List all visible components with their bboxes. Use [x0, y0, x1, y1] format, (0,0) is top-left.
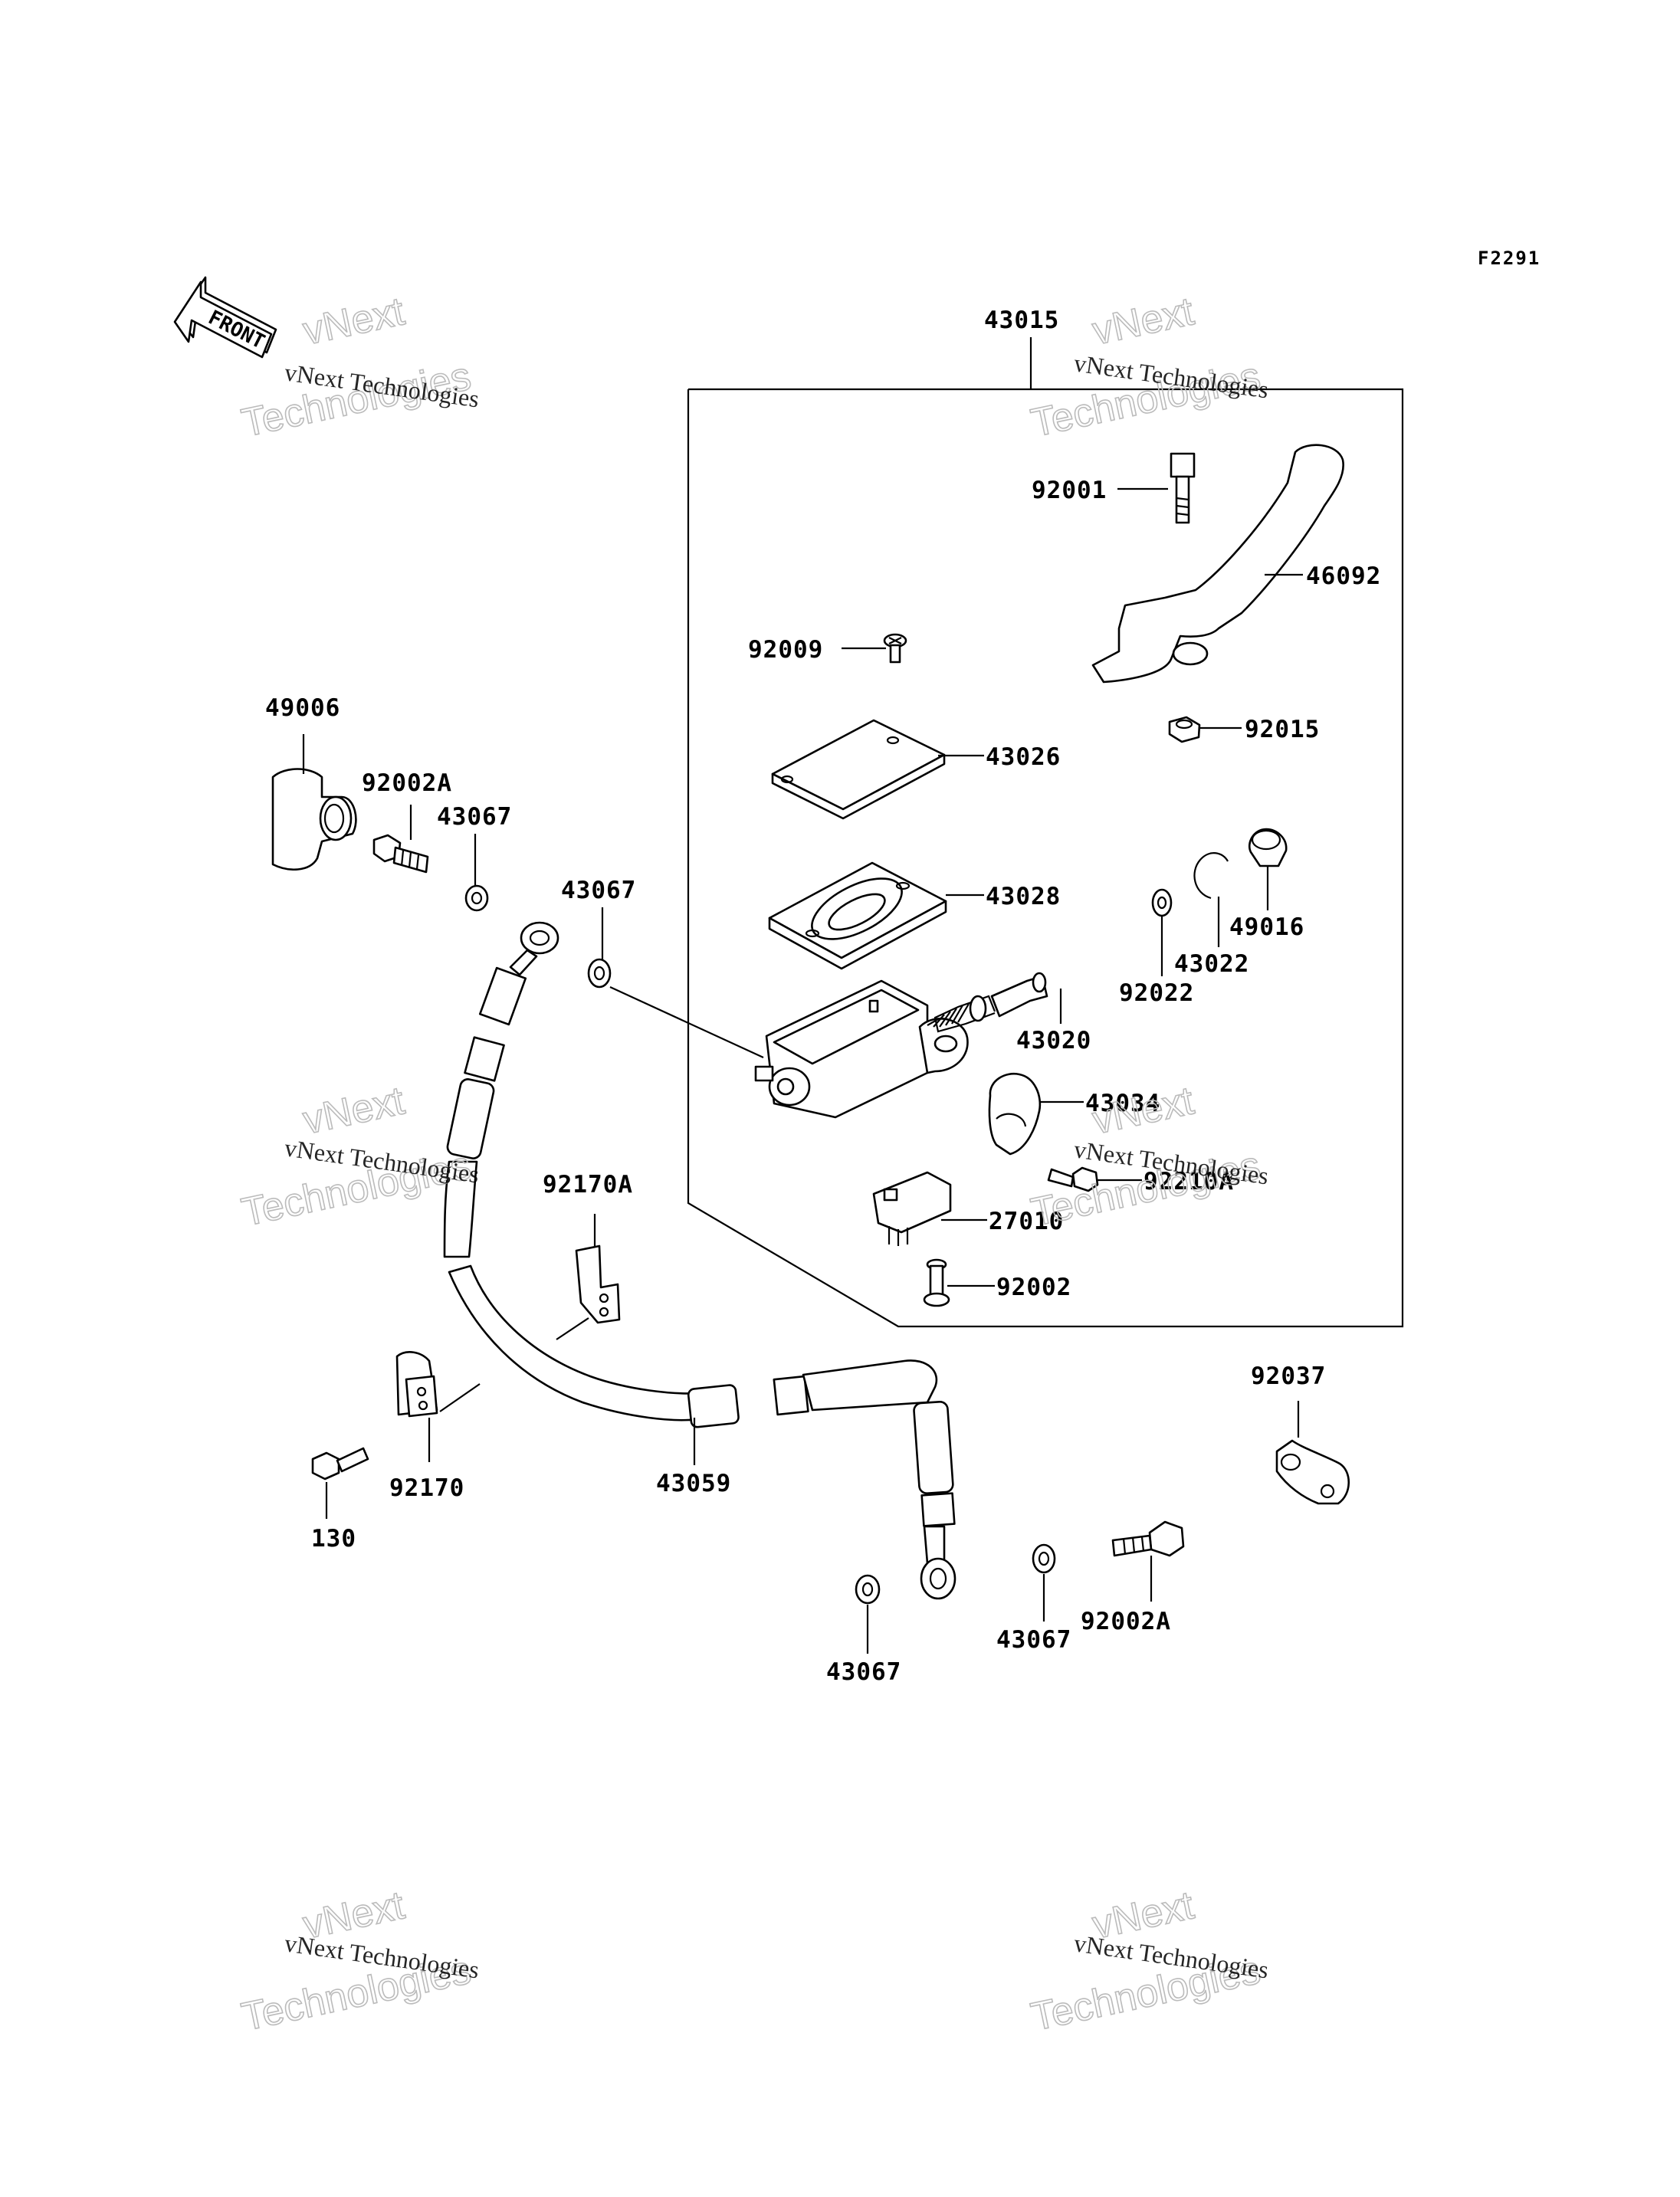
svg-text:vNext: vNext	[1088, 289, 1198, 353]
hose-clamp-part	[395, 1351, 438, 1418]
switch-screw-part	[923, 1258, 950, 1307]
banjo-bolt-lower-part	[1111, 1520, 1185, 1557]
copper-washer-upper-2-part	[587, 958, 612, 989]
part-label-43020: 43020	[1016, 1027, 1091, 1054]
figure-code: F2291	[1478, 248, 1541, 269]
part-label-92009: 92009	[748, 636, 823, 664]
part-label-92037: 92037	[1251, 1362, 1326, 1390]
clamp-holder-part	[988, 1072, 1042, 1156]
reservoir-cap-part	[771, 719, 946, 820]
watermark-top-left: vNext Technologies vNext Technologies	[238, 288, 481, 446]
piston-washer-part	[1151, 888, 1173, 917]
part-label-43067-lower-2: 43067	[996, 1626, 1071, 1654]
lever-nut-part	[1168, 716, 1201, 743]
part-label-27010: 27010	[989, 1208, 1064, 1235]
banjo-cover-part	[271, 768, 357, 871]
part-label-43059: 43059	[656, 1470, 731, 1497]
part-label-92001: 92001	[1032, 477, 1107, 504]
cable-clamp-part	[1275, 1439, 1350, 1505]
brake-lever-part	[1091, 444, 1344, 684]
svg-text:vNext: vNext	[299, 1078, 409, 1143]
part-label-130: 130	[311, 1525, 356, 1553]
front-arrow-icon: FRONT	[173, 276, 277, 359]
master-cylinder-body-part	[754, 979, 969, 1119]
part-label-43015: 43015	[984, 307, 1059, 334]
part-label-92170: 92170	[389, 1474, 464, 1502]
holder-bolt-part	[1047, 1166, 1099, 1192]
watermark-bottom-left: vNext Technologies vNext Technologies	[238, 1882, 481, 2040]
part-label-92002a-upper: 92002A	[362, 769, 452, 797]
part-label-43067-lower-1: 43067	[826, 1658, 901, 1686]
copper-washer-upper-1-part	[464, 884, 489, 912]
part-label-43026: 43026	[986, 743, 1061, 771]
part-label-92002a-lower: 92002A	[1081, 1608, 1171, 1635]
svg-text:vNext: vNext	[1088, 1078, 1198, 1143]
watermark-top-right: vNext Technologies vNext Technologies	[1027, 288, 1271, 446]
part-label-43022: 43022	[1174, 950, 1249, 978]
part-label-43067-upper-1: 43067	[437, 803, 512, 831]
clamp-bolt-part	[311, 1447, 369, 1481]
cap-screw-part	[883, 633, 907, 664]
part-label-92015: 92015	[1245, 716, 1320, 743]
lever-pivot-bolt-part	[1170, 452, 1196, 524]
part-label-92170a: 92170A	[543, 1171, 633, 1199]
svg-text:vNext: vNext	[299, 289, 409, 353]
hose-clamp-a-part	[575, 1244, 621, 1324]
part-label-49006: 49006	[265, 694, 340, 722]
circlip-part	[1193, 852, 1229, 900]
piston-boot-part	[1249, 828, 1288, 867]
part-labels: 43015 92001 46092 92009 43026 92015 4302…	[265, 307, 1381, 1686]
copper-washer-lower-2-part	[1032, 1543, 1056, 1574]
leader-lines	[302, 487, 1303, 1654]
part-label-92210a: 92210A	[1144, 1168, 1234, 1195]
part-label-43034: 43034	[1085, 1090, 1160, 1117]
piston-assembly-part	[927, 972, 1048, 1033]
part-label-92022: 92022	[1119, 979, 1194, 1007]
part-label-43028: 43028	[986, 883, 1061, 910]
brake-hose-part	[443, 921, 956, 1600]
watermark-bottom-right: vNext Technologies vNext Technologies	[1027, 1882, 1271, 2040]
brake-switch-part	[872, 1171, 952, 1246]
part-label-46092: 46092	[1306, 562, 1381, 590]
part-label-43067-upper-2: 43067	[561, 877, 636, 904]
kit-outline-box	[687, 337, 1404, 1328]
part-label-49016: 49016	[1229, 913, 1304, 941]
part-label-92002: 92002	[996, 1274, 1071, 1301]
banjo-bolt-upper-part	[372, 834, 429, 874]
diaphragm-part	[768, 861, 947, 970]
copper-washer-lower-1-part	[855, 1574, 881, 1605]
